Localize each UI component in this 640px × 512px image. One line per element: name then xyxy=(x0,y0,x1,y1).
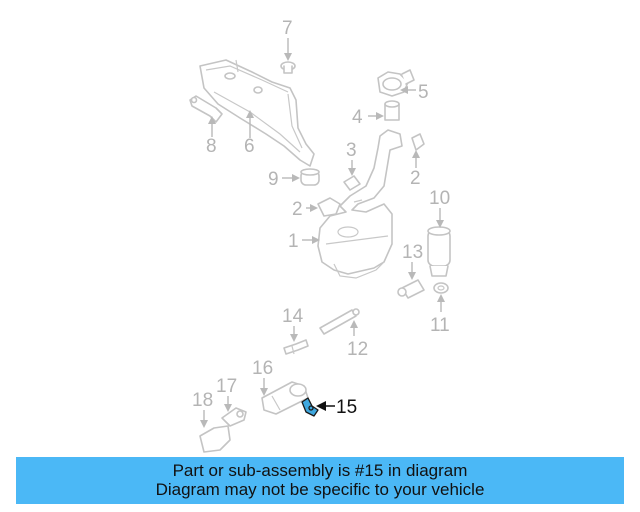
part-12-hose xyxy=(319,308,360,335)
part-10-pump xyxy=(427,226,451,277)
parts-diagram: 6 7 8 9 5 4 2 xyxy=(189,18,451,453)
callout-9: 9 xyxy=(268,169,279,190)
part-4-filler-neck xyxy=(384,100,400,121)
callout-8: 8 xyxy=(206,136,217,157)
part-2-clip-left xyxy=(317,197,341,217)
part-2-clip-upper xyxy=(411,133,425,151)
callout-11: 11 xyxy=(430,315,450,336)
info-banner: Part or sub-assembly is #15 in diagram D… xyxy=(16,457,624,504)
callout-15: 15 xyxy=(336,397,357,418)
part-9-grommet xyxy=(300,168,320,186)
callout-1: 1 xyxy=(288,231,299,252)
part-5-cap xyxy=(377,69,415,97)
part-16-motor xyxy=(261,381,309,415)
part-11-grommet xyxy=(433,282,449,294)
callout-7: 7 xyxy=(282,18,293,39)
part-13-connector xyxy=(397,279,425,299)
callout-14: 14 xyxy=(282,306,304,327)
callout-17: 17 xyxy=(216,376,237,397)
part-8-arm xyxy=(189,95,223,123)
callout-4: 4 xyxy=(352,107,363,128)
callout-2-left: 2 xyxy=(292,199,303,220)
part-3-clip xyxy=(343,175,361,191)
callout-16: 16 xyxy=(252,358,273,379)
part-1-reservoir xyxy=(317,129,403,279)
callout-18: 18 xyxy=(192,390,213,411)
callout-12: 12 xyxy=(347,339,368,360)
callout-13: 13 xyxy=(402,242,423,263)
banner-line-2: Diagram may not be specific to your vehi… xyxy=(155,480,485,499)
callout-5: 5 xyxy=(418,82,429,103)
part-18-cover xyxy=(199,425,231,453)
part-15-highlighted xyxy=(301,397,319,417)
callout-10: 10 xyxy=(429,188,450,209)
callout-6: 6 xyxy=(244,136,255,157)
part-6-bracket xyxy=(199,59,315,167)
callout-2-upper: 2 xyxy=(410,168,421,189)
part-7-bolt xyxy=(280,61,296,74)
part-17-nozzle xyxy=(221,407,247,427)
banner-line-1: Part or sub-assembly is #15 in diagram xyxy=(172,461,468,480)
part-14-valve xyxy=(283,339,309,355)
callout-3: 3 xyxy=(346,140,357,161)
